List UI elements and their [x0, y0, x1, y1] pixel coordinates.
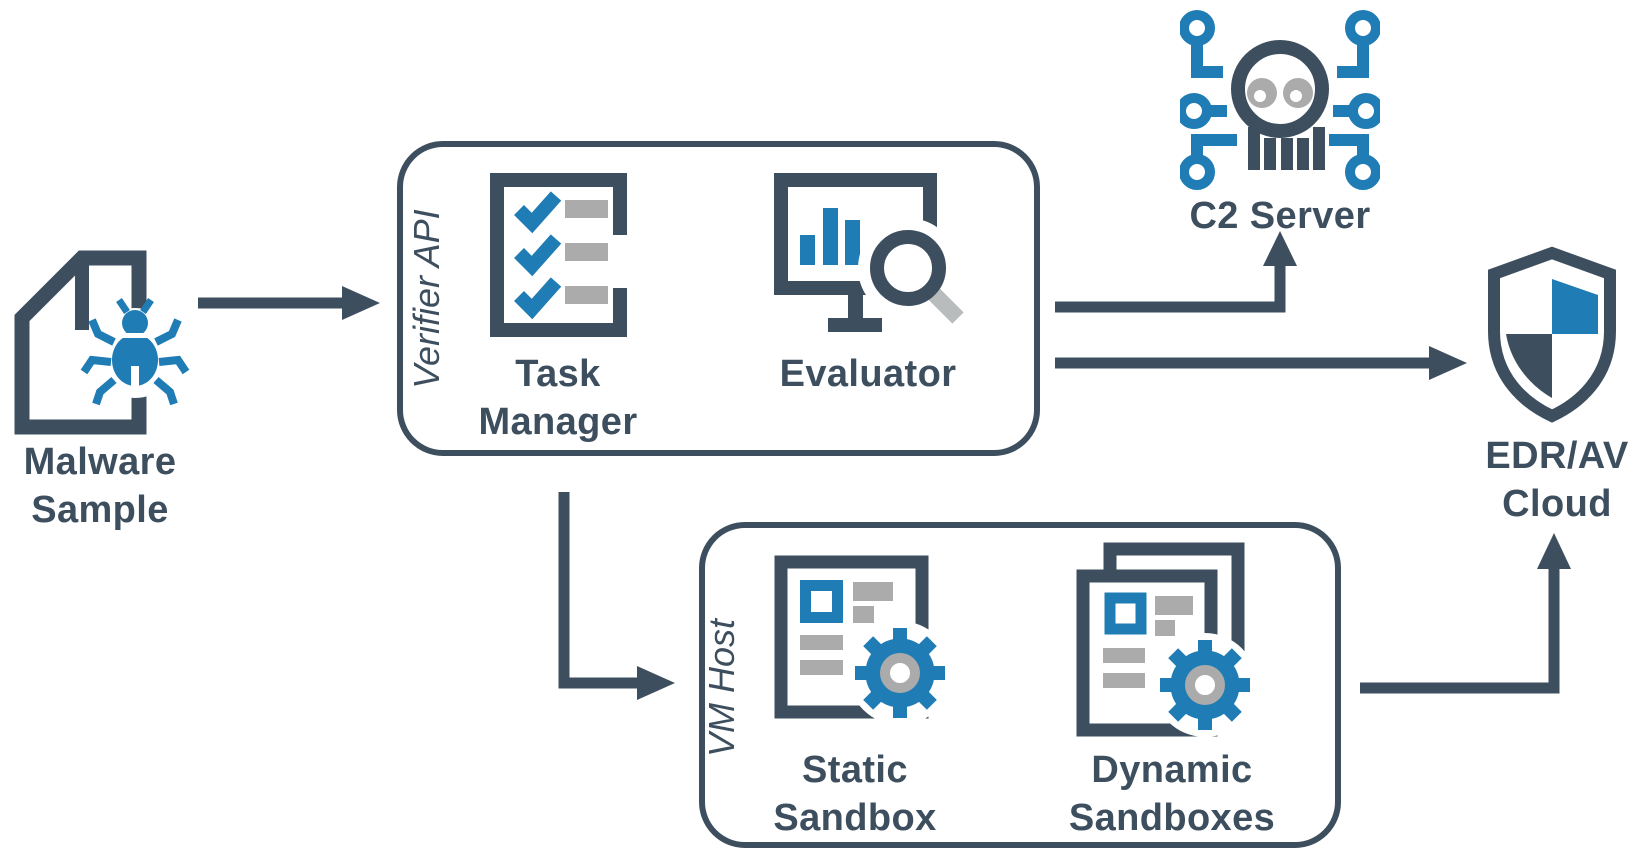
static-sandbox-label: Static Sandbox	[735, 746, 975, 842]
document-gear-icon	[774, 555, 952, 725]
monitor-stand	[828, 288, 882, 332]
shield-quadrant-blue	[1552, 279, 1598, 334]
task-manager-label: Task Manager	[438, 350, 678, 446]
magnifier-icon	[870, 230, 964, 324]
shield-checkered-icon	[1488, 246, 1616, 423]
vm-host-group-label: VM Host	[701, 618, 742, 758]
document-content	[1103, 592, 1193, 688]
dynamic-sandboxes-label-line2: Sandboxes	[1068, 797, 1276, 839]
monitor-chart-magnifier-icon	[774, 173, 964, 332]
edr-av-label-line2: Cloud	[1502, 483, 1612, 525]
edge-verifier-to-vmhost	[558, 492, 675, 700]
gear-icon	[1160, 640, 1250, 730]
document-icon	[14, 250, 147, 435]
bar-chart-icon	[800, 208, 860, 265]
group-vm-host	[699, 522, 1341, 848]
edge-malware-to-verifier	[198, 286, 380, 320]
edge-verifier-to-edr	[1055, 346, 1467, 380]
dynamic-sandboxes-label: Dynamic Sandboxes	[1050, 746, 1294, 842]
checklist-notch	[607, 235, 628, 288]
edge-verifier-to-c2	[1055, 231, 1297, 313]
c2-server-label: C2 Server	[1189, 195, 1371, 237]
skull-circuit-icon	[1180, 10, 1380, 190]
stacked-documents-gear-icon	[1076, 542, 1257, 737]
malware-sample-label: Malware Sample	[0, 438, 200, 534]
static-sandbox-label-line2: Sandbox	[773, 797, 937, 839]
evaluator-label: Evaluator	[779, 353, 957, 395]
malware-sample-label-line1: Malware	[23, 441, 177, 483]
edr-av-label-line1: EDR/AV	[1485, 435, 1629, 477]
malware-sample-label-line2: Sample	[31, 489, 169, 531]
task-manager-label-line2: Manager	[478, 401, 638, 443]
gear-icon	[855, 628, 945, 718]
malware-document-bug-icon	[14, 250, 190, 435]
shield-quadrant-dark	[1506, 334, 1552, 398]
checklist-rows	[514, 191, 608, 320]
task-manager-label-line1: Task	[515, 353, 601, 395]
skull-icon	[1231, 40, 1329, 170]
group-verifier-api	[397, 141, 1040, 456]
document-content	[800, 580, 893, 675]
bug-icon	[80, 298, 190, 406]
dynamic-sandboxes-label-line1: Dynamic	[1091, 749, 1253, 791]
static-sandbox-label-line1: Static	[802, 749, 908, 791]
task-checklist-icon	[490, 173, 628, 337]
edge-vmhost-to-edr	[1360, 533, 1571, 694]
circuit-traces	[1180, 10, 1380, 190]
edr-av-cloud-label: EDR/AV Cloud	[1437, 432, 1651, 528]
